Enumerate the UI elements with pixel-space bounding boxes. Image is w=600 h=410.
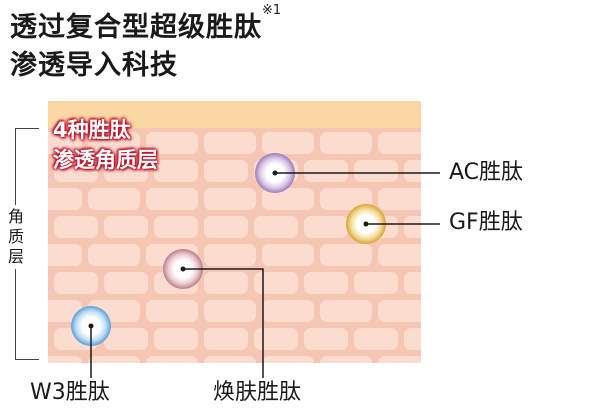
skin-cell xyxy=(204,188,256,210)
skin-cell xyxy=(262,244,314,266)
skin-cell xyxy=(354,272,398,294)
skin-cell xyxy=(304,328,348,350)
skin-cell xyxy=(104,272,148,294)
skin-cell xyxy=(48,356,82,363)
skin-cell xyxy=(88,188,140,210)
skin-cell xyxy=(378,132,421,154)
skin-cell xyxy=(204,132,256,154)
skin-cell xyxy=(154,160,198,182)
skin-cell xyxy=(88,132,140,154)
skin-cell xyxy=(146,132,198,154)
skin-cell xyxy=(48,188,82,210)
skin-cell xyxy=(104,328,148,350)
skin-cell xyxy=(378,356,421,363)
page-title: 透过复合型超级胜肽※1 渗透导入科技 xyxy=(10,3,282,85)
skin-cell xyxy=(320,188,372,210)
footnote-mark: ※1 xyxy=(262,3,282,18)
skin-cell xyxy=(154,216,198,238)
skin-cell xyxy=(320,244,372,266)
skin-cell xyxy=(304,272,348,294)
four-peptides-badge: 4种胜肽 渗透角质层 xyxy=(53,118,158,172)
skin-cell xyxy=(254,272,298,294)
title-line-2: 渗透导入科技 xyxy=(10,50,178,81)
skin-cell xyxy=(320,132,372,154)
skin-cell xyxy=(88,244,140,266)
skin-cell xyxy=(262,132,314,154)
skin-cell xyxy=(304,216,348,238)
skin-cell xyxy=(146,188,198,210)
skin-cell xyxy=(304,160,348,182)
skin-cell xyxy=(404,160,421,182)
skin-cell xyxy=(48,132,82,154)
skin-cell xyxy=(254,216,298,238)
skin-cell xyxy=(404,328,421,350)
skin-cell xyxy=(378,300,421,322)
skin-cell xyxy=(254,328,298,350)
skin-cell xyxy=(104,160,148,182)
stratum-corneum-label: 角 质 层 xyxy=(6,205,26,269)
w3-peptide-label: W3胜肽 xyxy=(30,380,110,405)
skin-cell xyxy=(204,300,256,322)
skin-cell xyxy=(378,188,421,210)
skin-cell xyxy=(320,300,372,322)
skin-cell xyxy=(204,272,248,294)
ac-peptide-label: AC胜肽 xyxy=(449,160,524,185)
skin-cell xyxy=(320,356,372,363)
skin-cell xyxy=(54,160,98,182)
skin-cell xyxy=(88,356,140,363)
skin-cell xyxy=(204,328,248,350)
skin-cell xyxy=(48,244,82,266)
title-line-1: 透过复合型超级胜肽※1 xyxy=(10,3,282,43)
skin-cell xyxy=(204,244,256,266)
skin-cell xyxy=(104,216,148,238)
skin-cell xyxy=(146,356,198,363)
skin-cell xyxy=(354,160,398,182)
gf-peptide-label: GF胜肽 xyxy=(449,210,523,235)
skin-cell xyxy=(404,272,421,294)
skin-cell xyxy=(262,356,314,363)
huanfu-peptide-label: 焕肤胜肽 xyxy=(213,380,302,405)
skin-cell xyxy=(204,356,256,363)
skin-cell xyxy=(262,300,314,322)
skin-cell xyxy=(404,216,421,238)
skin-cell xyxy=(146,300,198,322)
skin-surface-band xyxy=(48,101,421,128)
skin-cell xyxy=(204,216,248,238)
skin-cell xyxy=(262,188,314,210)
skin-cell xyxy=(54,216,98,238)
skin-cell xyxy=(154,328,198,350)
skin-cell xyxy=(378,244,421,266)
skin-cell xyxy=(354,328,398,350)
skin-cell xyxy=(54,272,98,294)
skin-cell xyxy=(204,160,248,182)
